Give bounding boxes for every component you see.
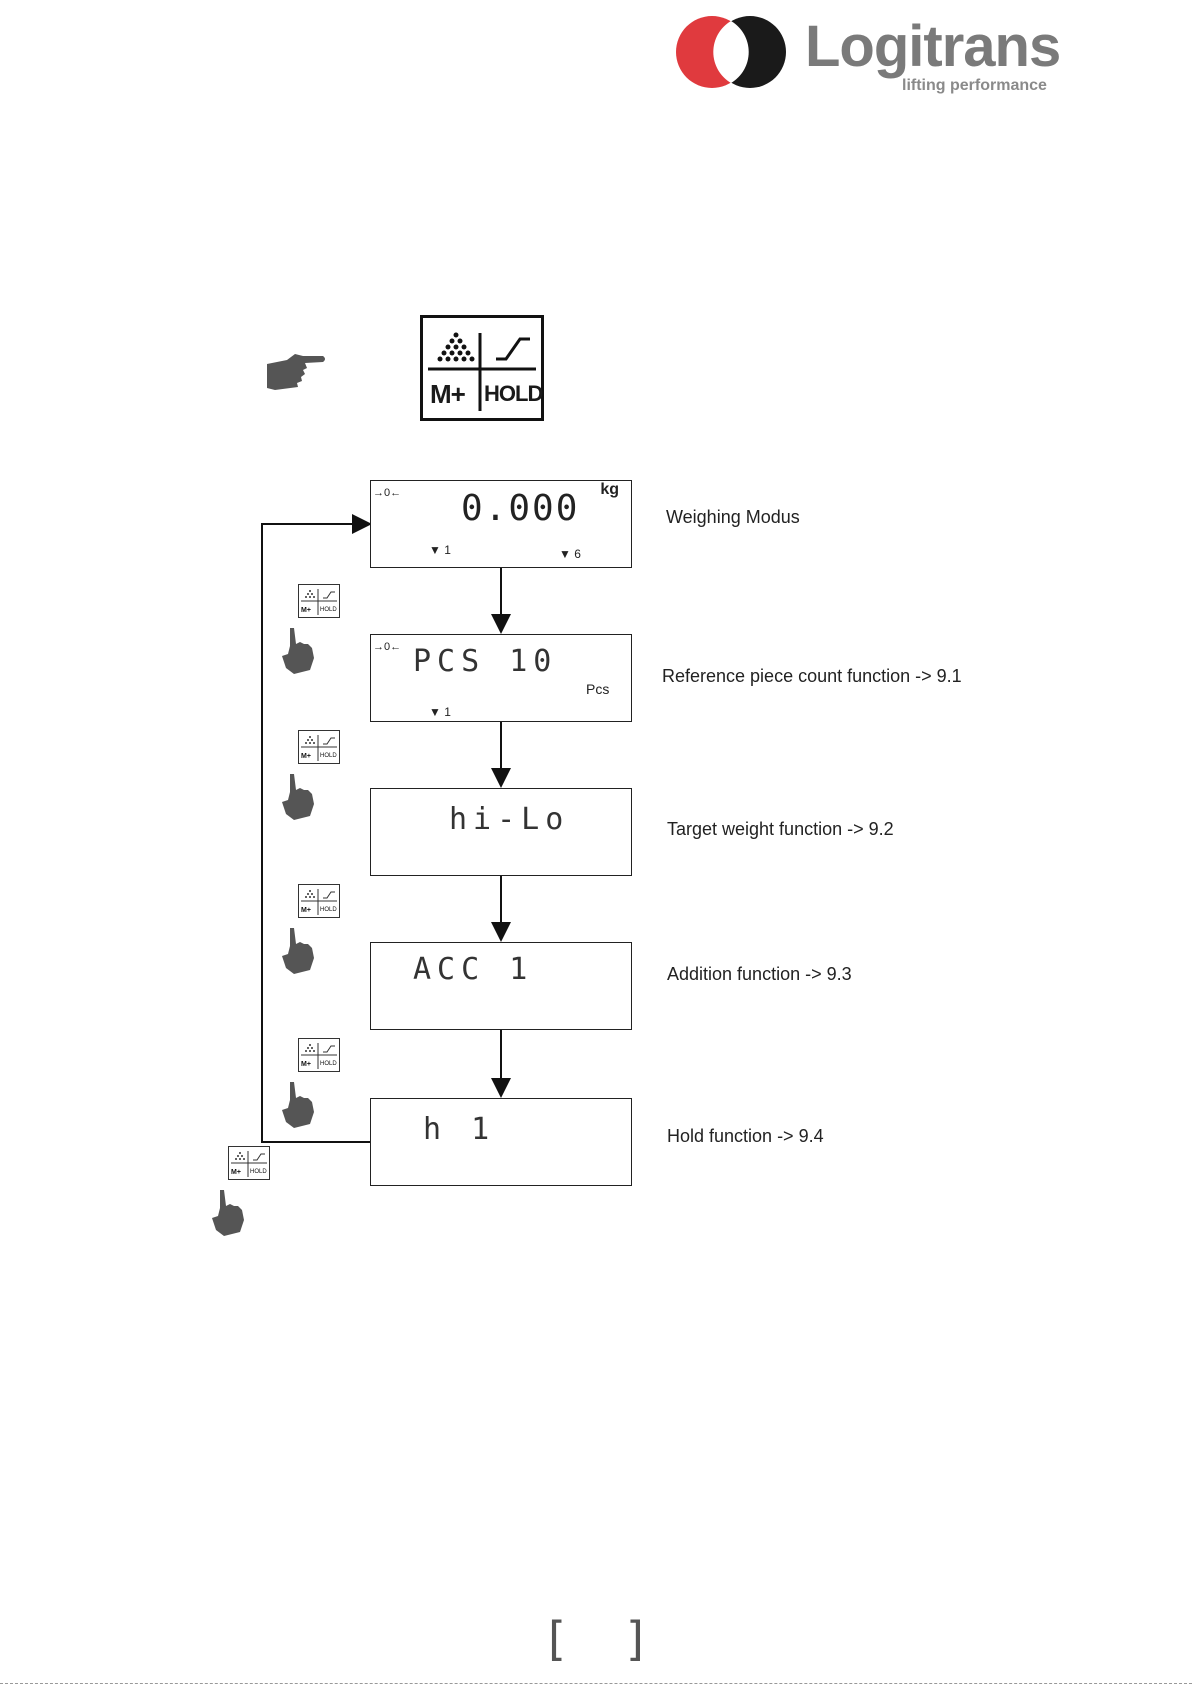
mplus-hold-key-small[interactable]: M+ HOLD bbox=[228, 1146, 270, 1180]
mplus-hold-key-small[interactable]: M+ HOLD bbox=[298, 884, 340, 918]
svg-text:HOLD: HOLD bbox=[320, 607, 337, 613]
lcd-unit: kg bbox=[600, 481, 619, 499]
svg-text:M+: M+ bbox=[301, 607, 311, 614]
lcd-addition: ACC 1 bbox=[370, 942, 632, 1030]
lcd-value: PCS 10 bbox=[413, 647, 557, 677]
svg-text:HOLD: HOLD bbox=[250, 1169, 267, 1175]
press-hand-icon bbox=[280, 770, 320, 822]
svg-text:HOLD: HOLD bbox=[320, 753, 337, 759]
lcd-value: hi-Lo bbox=[449, 805, 569, 835]
press-hand-icon bbox=[280, 624, 320, 676]
lcd-target-weight: hi-Lo bbox=[370, 788, 632, 876]
svg-text:M+: M+ bbox=[301, 1061, 311, 1068]
mplus-hold-key-small[interactable]: M+ HOLD bbox=[298, 584, 340, 618]
zero-indicator: →0← bbox=[373, 487, 401, 499]
lcd-value: ACC 1 bbox=[413, 955, 533, 985]
mplus-hold-key-small[interactable]: M+ HOLD bbox=[298, 730, 340, 764]
lcd-value: h 1 bbox=[423, 1115, 495, 1145]
press-hand-icon bbox=[280, 924, 320, 976]
press-hand-icon bbox=[280, 1078, 320, 1130]
step-label: Hold function -> 9.4 bbox=[667, 1126, 824, 1147]
press-hand-icon bbox=[210, 1186, 250, 1238]
lcd-unit: Pcs bbox=[586, 681, 609, 697]
step-label: Weighing Modus bbox=[666, 507, 800, 528]
lcd-marker-1: ▼ 1 bbox=[429, 543, 451, 557]
zero-indicator: →0← bbox=[373, 641, 401, 653]
step-label: Reference piece count function -> 9.1 bbox=[662, 666, 962, 687]
page-number-open: [ bbox=[548, 1612, 566, 1666]
svg-text:HOLD: HOLD bbox=[320, 907, 337, 913]
page-number-close: ] bbox=[626, 1612, 644, 1666]
lcd-piece-count: →0← PCS 10 Pcs ▼ 1 bbox=[370, 634, 632, 722]
svg-text:M+: M+ bbox=[231, 1169, 241, 1176]
step-label: Addition function -> 9.3 bbox=[667, 964, 852, 985]
lcd-value: 0.000 bbox=[461, 491, 579, 527]
lcd-marker-6: ▼ 6 bbox=[559, 547, 581, 561]
svg-text:M+: M+ bbox=[301, 907, 311, 914]
lcd-hold: h 1 bbox=[370, 1098, 632, 1186]
svg-text:M+: M+ bbox=[301, 753, 311, 760]
svg-text:HOLD: HOLD bbox=[320, 1061, 337, 1067]
lcd-marker-1: ▼ 1 bbox=[429, 705, 451, 719]
step-label: Target weight function -> 9.2 bbox=[667, 819, 894, 840]
lcd-weighing: →0← 0.000 kg ▼ 1 ▼ 6 bbox=[370, 480, 632, 568]
mplus-hold-key-small[interactable]: M+ HOLD bbox=[298, 1038, 340, 1072]
